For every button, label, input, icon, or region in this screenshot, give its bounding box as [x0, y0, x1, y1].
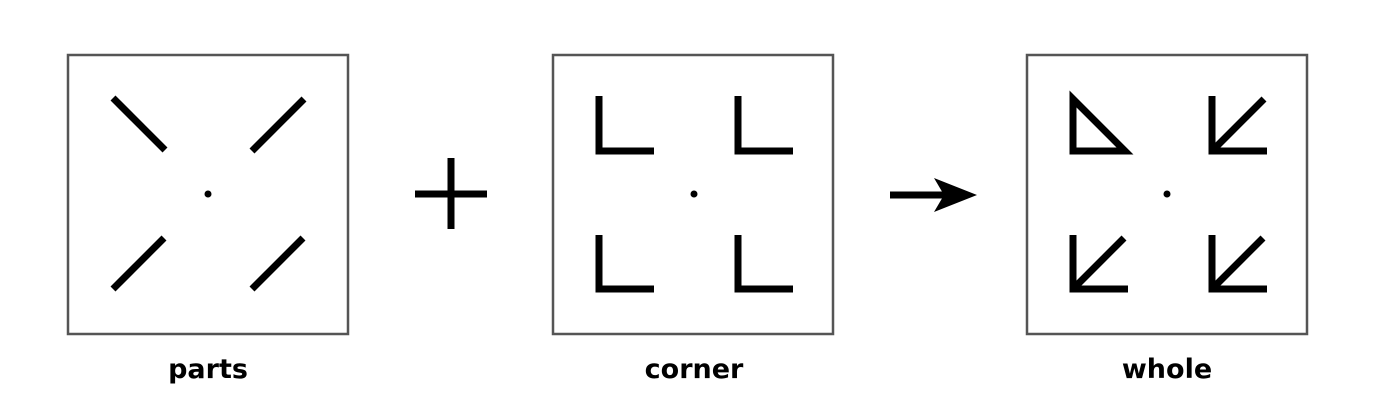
parts-fixation-dot	[204, 190, 212, 198]
whole-fixation-dot	[1163, 190, 1171, 198]
panel-parts-caption: parts	[168, 354, 248, 385]
parts-diagonal-top-right	[249, 96, 307, 154]
corner-l-shape-top-right	[734, 96, 793, 155]
whole-arrow-bottom-left	[1069, 235, 1128, 293]
corner-l-shape-bottom-left	[595, 235, 654, 293]
whole-triangle-top-left	[1069, 90, 1134, 155]
parts-diagonal-top-left	[110, 95, 168, 153]
corner-l-shape-bottom-right	[734, 235, 793, 293]
parts-diagonal-bottom-left	[110, 235, 167, 292]
corner-l-shape-top-left	[595, 96, 654, 155]
panel-parts: parts	[66, 53, 350, 385]
whole-arrow-top-right	[1208, 96, 1267, 155]
whole-diagonal-bottom-left	[1070, 235, 1127, 292]
panel-whole-caption: whole	[1122, 354, 1212, 385]
corner-fixation-dot	[690, 190, 698, 198]
right-arrow	[890, 178, 977, 212]
plus-sign	[415, 158, 487, 229]
whole-diagonal-top-right	[1209, 96, 1267, 154]
panel-whole: whole	[1025, 53, 1309, 385]
arrow-head	[934, 178, 977, 212]
panel-corner-caption: corner	[645, 354, 744, 385]
parts-diagonal-bottom-right	[249, 235, 306, 292]
whole-arrow-bottom-right	[1208, 235, 1267, 293]
whole-diagonal-bottom-right	[1209, 235, 1266, 292]
panel-corner: corner	[551, 53, 835, 385]
